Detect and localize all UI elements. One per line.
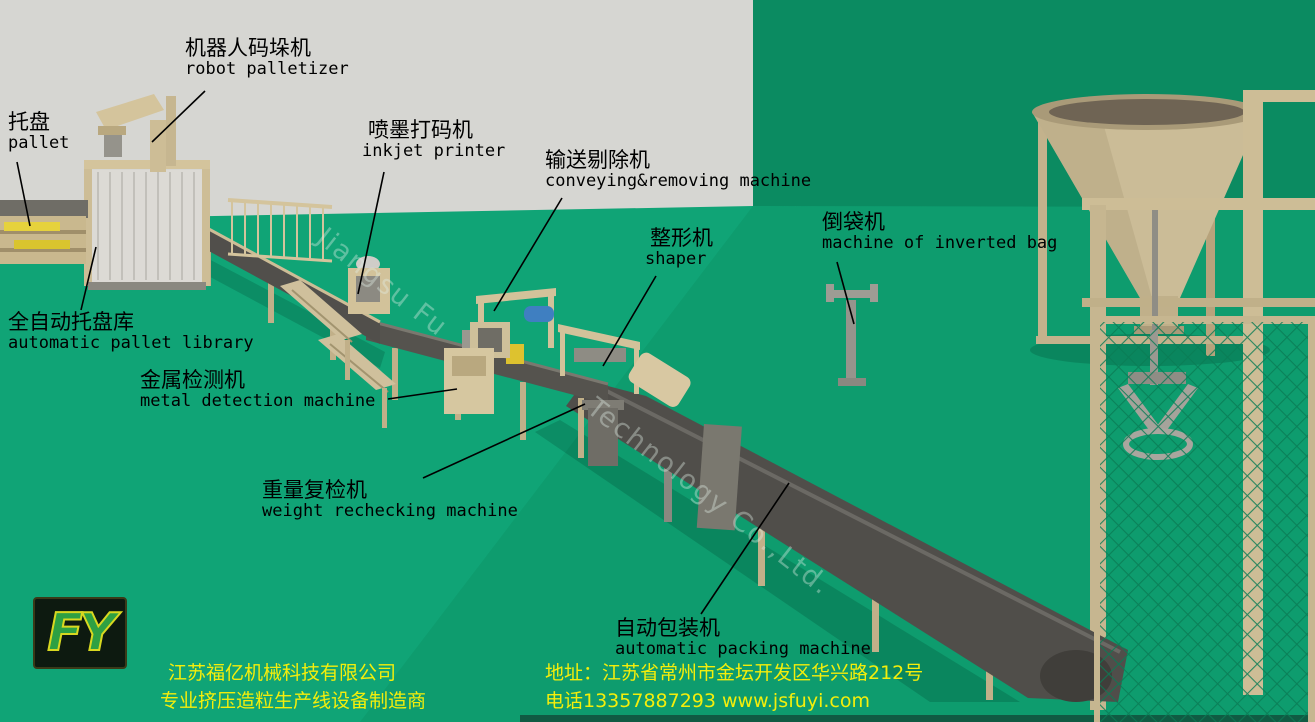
label-robot-palletizer: 机器人码垛机 robot palletizer: [185, 36, 349, 80]
metal-detection-machine-shape: [444, 322, 510, 414]
footer-slogan: 专业挤压造粒生产线设备制造商: [160, 690, 427, 712]
label-en: automatic pallet library: [8, 333, 254, 354]
label-en: pallet: [8, 133, 70, 154]
label-weight-rechecking: 重量复检机 weight rechecking machine: [262, 478, 518, 522]
label-inverted-bag: 倒袋机 machine of inverted bag: [822, 210, 1057, 254]
logo-text: FY: [46, 602, 117, 664]
floor-edge-shadow: [520, 715, 1315, 722]
roller-conveyor: [280, 280, 396, 428]
label-shaper: 整形机 shaper: [645, 226, 713, 270]
label-en: conveying&removing machine: [545, 171, 812, 192]
label-en: robot palletizer: [185, 59, 349, 80]
pallet-stack: [0, 200, 88, 264]
footer-contact: 电话13357887293 www.jsfuyi.com: [545, 690, 870, 712]
label-zh: 重量复检机: [262, 478, 367, 502]
yellow-pallet: [14, 240, 70, 249]
label-en: weight rechecking machine: [262, 501, 518, 522]
floor-shade: [360, 206, 1315, 722]
label-automatic-pallet-library: 全自动托盘库 automatic pallet library: [8, 310, 254, 354]
label-zh: 喷墨打码机: [368, 118, 473, 142]
label-en: automatic packing machine: [615, 639, 871, 660]
company-logo: FY: [33, 597, 127, 669]
label-en: metal detection machine: [140, 391, 376, 412]
label-zh: 输送剔除机: [545, 148, 650, 172]
label-en: shaper: [645, 249, 707, 270]
label-zh: 机器人码垛机: [185, 36, 311, 60]
mesh-fence: [1094, 316, 1315, 722]
label-en: machine of inverted bag: [822, 233, 1058, 254]
yellow-unit: [506, 344, 524, 364]
footer-address: 地址：江苏省常州市金坛开发区华兴路212号: [545, 662, 924, 684]
label-automatic-packing: 自动包装机 automatic packing machine: [615, 616, 871, 660]
safety-fence: [227, 198, 333, 263]
discharge-chute: [696, 424, 742, 531]
weight-checker: [582, 400, 624, 466]
label-zh: 整形机: [650, 226, 713, 250]
label-en: inkjet printer: [362, 141, 506, 162]
robot-arm-column: [150, 120, 166, 172]
label-inkjet-printer: 喷墨打码机 inkjet printer: [362, 118, 505, 162]
label-zh: 倒袋机: [822, 210, 885, 234]
label-zh: 金属检测机: [140, 368, 245, 392]
robot-arm: [96, 94, 164, 130]
label-metal-detection: 金属检测机 metal detection machine: [140, 368, 375, 412]
label-zh: 自动包装机: [615, 616, 720, 640]
robot-palletizer-machine: [84, 94, 210, 290]
footer-company-name: 江苏福亿机械科技有限公司: [168, 662, 397, 684]
label-zh: 托盘: [8, 110, 50, 134]
label-conveying-removing: 输送剔除机 conveying&removing machine: [545, 148, 811, 192]
yellow-pallet: [4, 222, 60, 231]
label-pallet: 托盘 pallet: [8, 110, 69, 154]
blue-roller: [524, 306, 554, 322]
robot-gripper: [104, 135, 122, 157]
label-zh: 全自动托盘库: [8, 310, 134, 334]
